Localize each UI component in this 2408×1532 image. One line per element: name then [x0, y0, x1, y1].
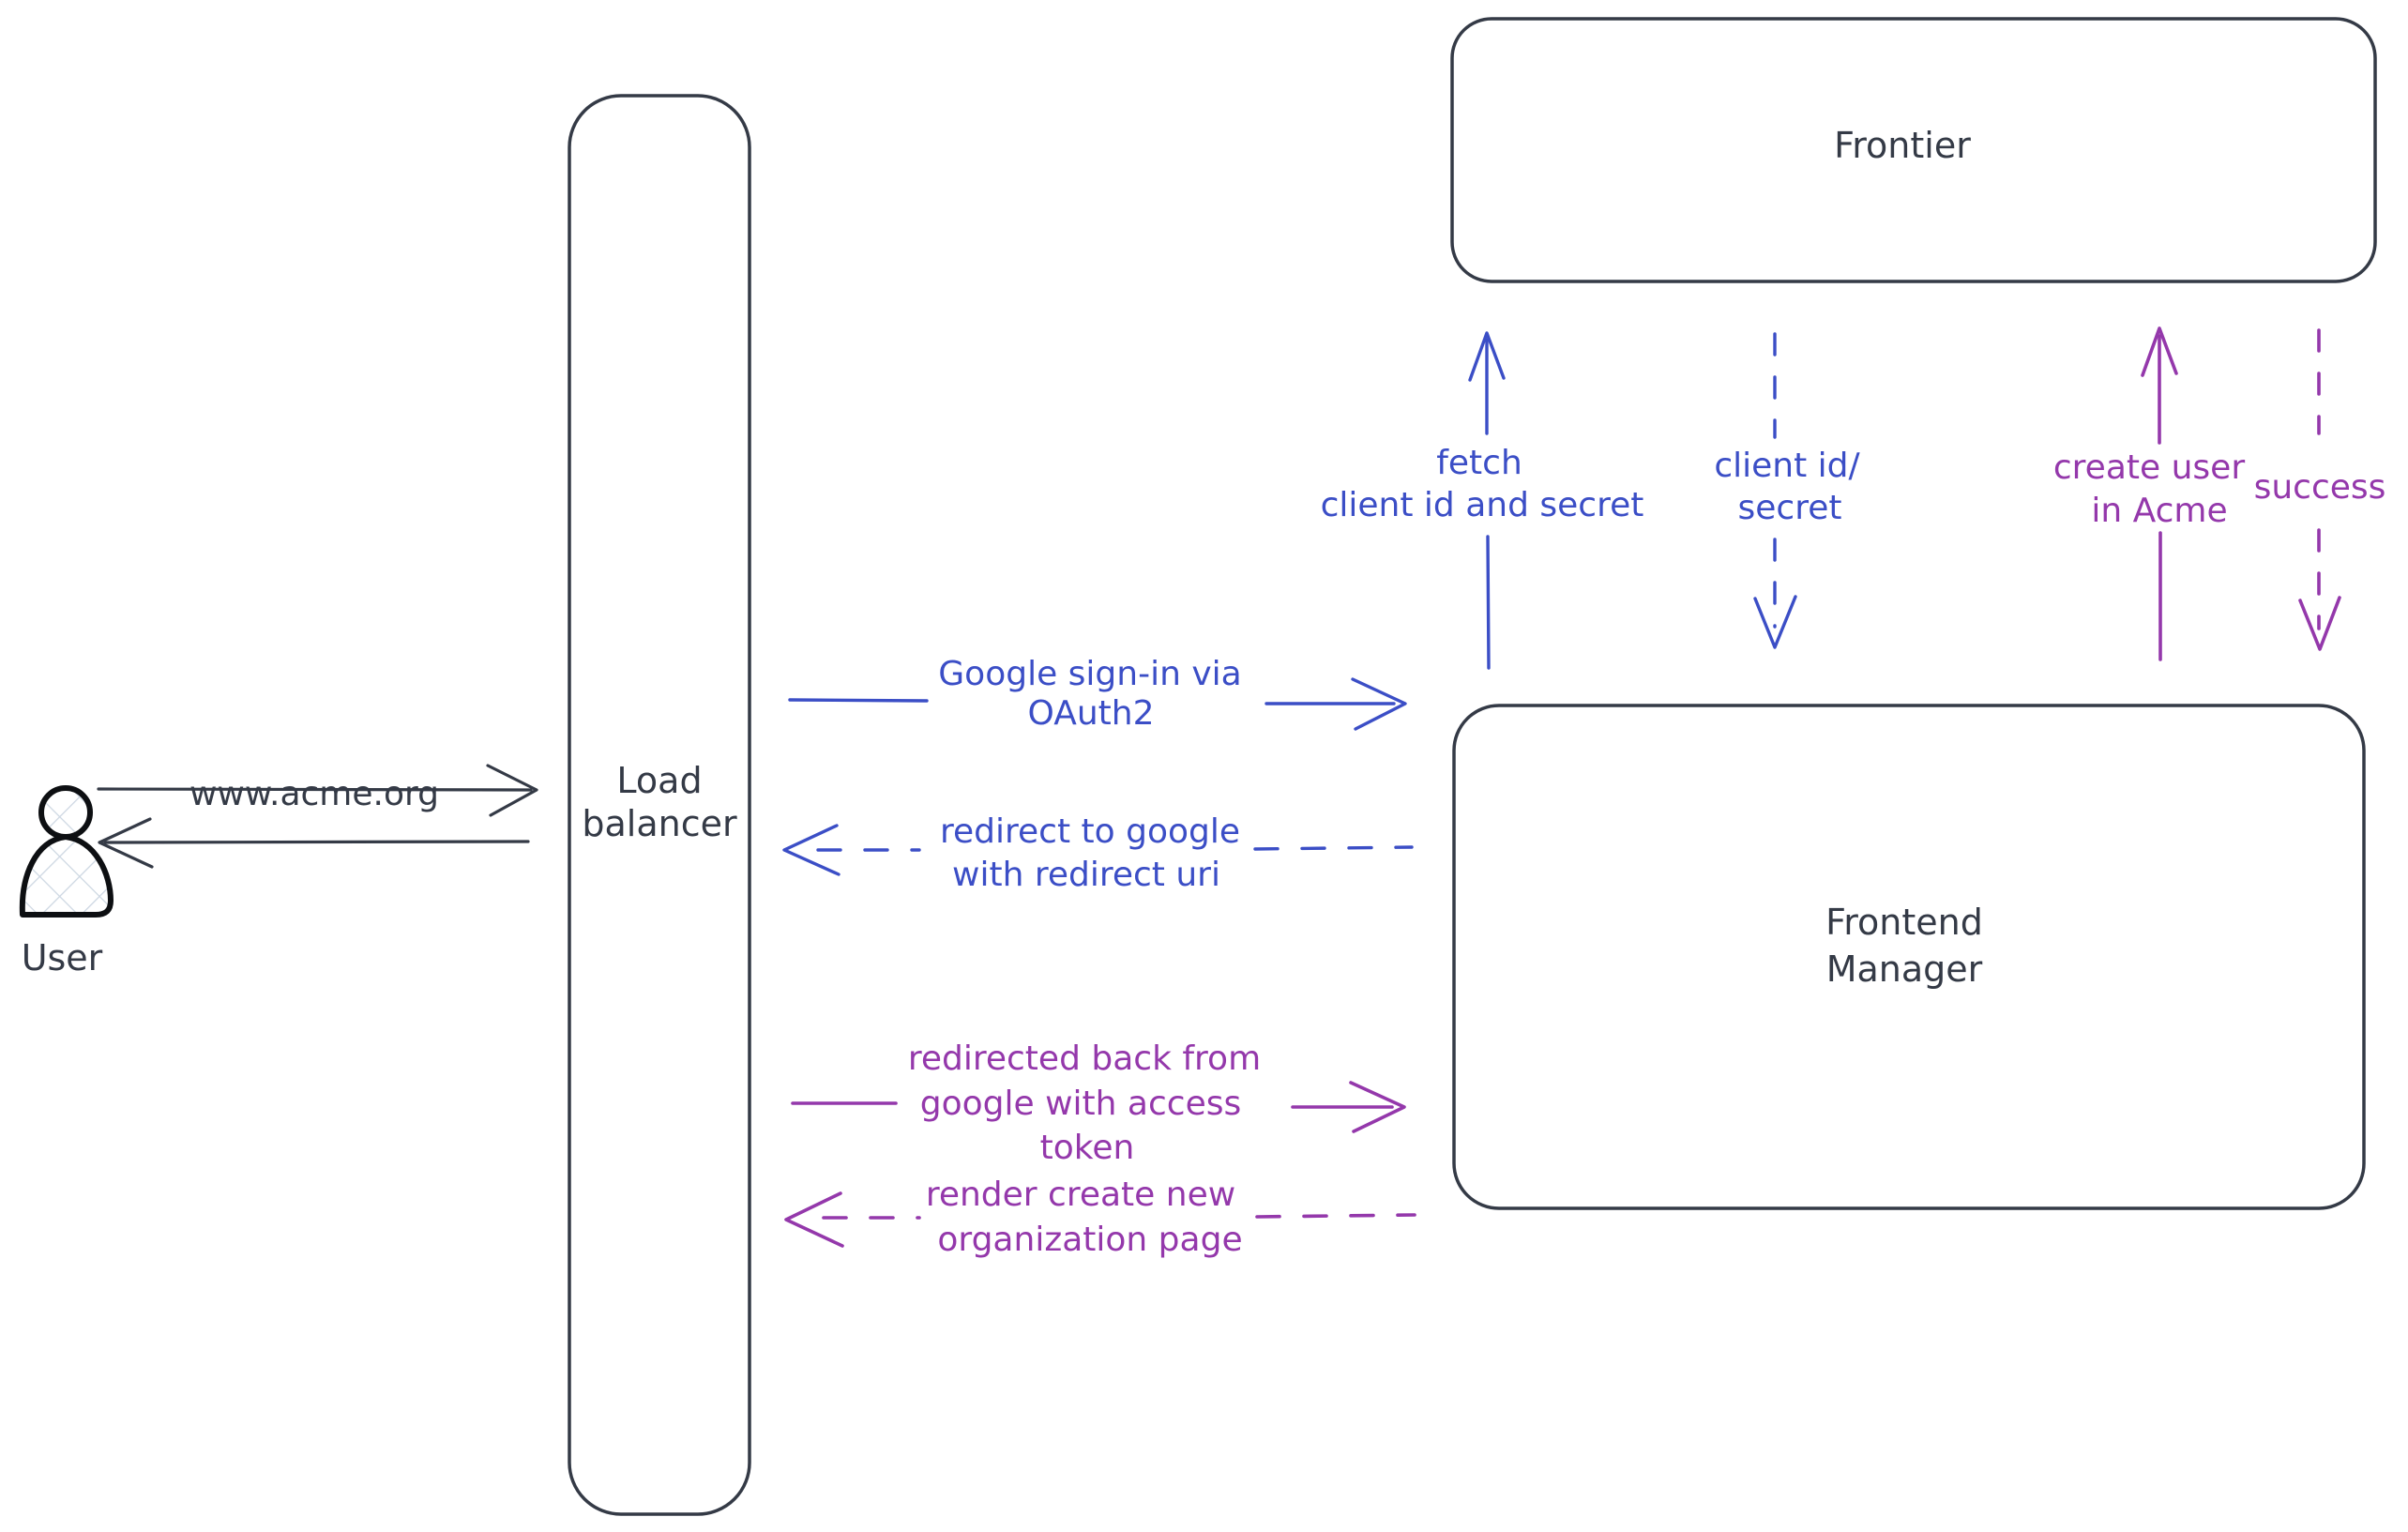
redirected-back-label-line1: redirected back from: [908, 1039, 1261, 1078]
user-head: [38, 785, 93, 840]
arrow-return-to-user: [98, 817, 530, 869]
arrow-success: [2298, 328, 2341, 651]
frontier-label: Frontier: [1834, 125, 1971, 166]
www-acme-label: www.acme.org: [189, 775, 439, 813]
load-balancer-box: [568, 94, 751, 1516]
user-body: [19, 834, 114, 918]
success-label: success: [2254, 468, 2386, 507]
google-signin-label-line2: OAuth2: [1028, 694, 1155, 733]
load-balancer-label-line2: balancer: [582, 803, 737, 844]
frontend-manager-label-line2: Manager: [1826, 948, 1983, 990]
arrow-www-acme: [97, 764, 538, 817]
arrow-redirected-back: [791, 1081, 1406, 1133]
redirect-google-label-line2: with redirect uri: [952, 856, 1220, 894]
redirect-google-label-line1: redirect to google: [940, 812, 1240, 851]
google-signin-label-line1: Google sign-in via: [938, 655, 1241, 693]
load-balancer-label-line1: Load: [616, 760, 702, 801]
client-id-secret-label-line2: secret: [1738, 489, 1842, 527]
create-user-label-line2: in Acme: [2091, 492, 2227, 530]
frontend-manager-label-line1: Frontend: [1825, 902, 1983, 943]
arrow-google-signin: [788, 677, 1407, 731]
frontier-box: [1450, 17, 2377, 283]
arrow-client-id-secret: [1753, 332, 1797, 649]
render-org-label-line2: organization page: [937, 1221, 1242, 1259]
arrow-render-org-page: [784, 1191, 1416, 1248]
redirected-back-label-line2: google with access: [920, 1085, 1241, 1123]
redirected-back-label-line3: token: [1040, 1129, 1135, 1167]
frontend-manager-box: [1452, 704, 2366, 1210]
user-figure-icon: [19, 785, 114, 918]
arrow-create-user: [2141, 326, 2178, 661]
render-org-label-line1: render create new: [926, 1176, 1235, 1214]
user-label: User: [22, 937, 103, 978]
fetch-client-secret-label-line2: client id and secret: [1321, 486, 1644, 524]
create-user-label-line1: create user: [2053, 448, 2245, 487]
arrow-fetch-client-secret: [1468, 331, 1506, 670]
arrow-redirect-google: [782, 824, 1414, 876]
fetch-client-secret-label-line1: fetch: [1436, 444, 1522, 482]
client-id-secret-label-line1: client id/: [1714, 447, 1860, 485]
